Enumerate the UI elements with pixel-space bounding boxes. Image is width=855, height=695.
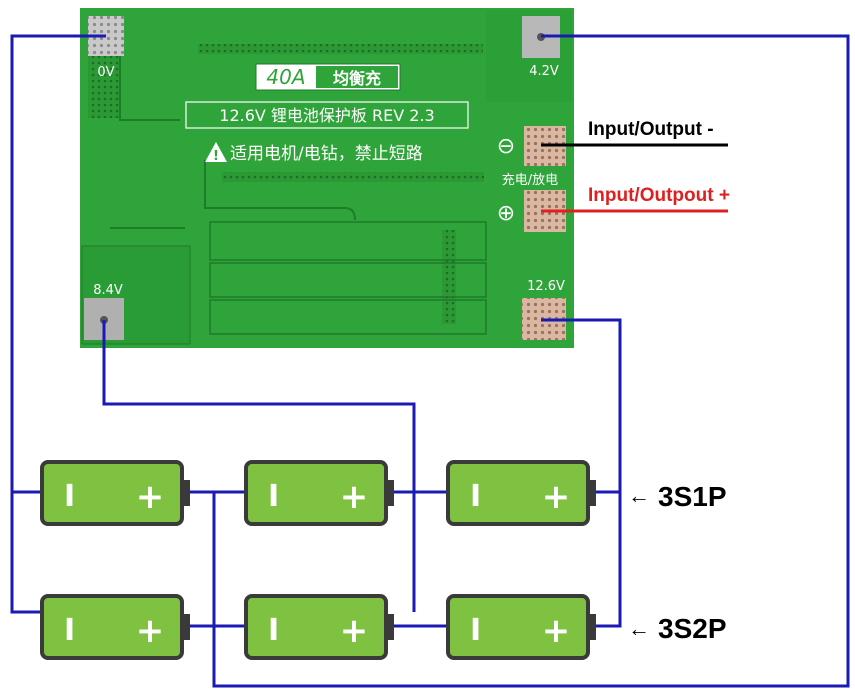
battery-cell-row1-3: I+	[446, 460, 596, 526]
warning-exclamation: !	[213, 149, 219, 164]
battery-negative-symbol: I	[268, 613, 279, 648]
pad-0v-label: 0V	[97, 65, 114, 80]
warning-text: 适用电机/电钻，禁止短路	[230, 144, 423, 164]
brand-bg	[316, 66, 398, 88]
arrow-3s2p: ←	[628, 616, 650, 641]
battery-cells: I+I+I+I+I+I+	[40, 460, 596, 660]
battery-negative-symbol: I	[64, 479, 75, 514]
battery-body	[244, 460, 388, 526]
plus-symbol: ⊕	[497, 201, 515, 226]
charge-discharge-label: 充电/放电	[502, 172, 558, 188]
battery-negative-symbol: I	[470, 479, 481, 514]
balance-wires	[10, 34, 850, 688]
battery-positive-symbol: +	[542, 477, 571, 517]
battery-cap	[589, 614, 596, 640]
battery-positive-symbol: +	[136, 477, 165, 517]
battery-negative-symbol: I	[470, 613, 481, 648]
warning-icon	[205, 142, 227, 162]
battery-cell-row2-3: I+	[446, 594, 596, 660]
trace-left	[119, 48, 180, 121]
battery-cell-row2-1: I+	[40, 594, 190, 660]
label-3s1p: 3S1P	[658, 481, 727, 512]
pad-4.2v-label: 4.2V	[529, 64, 559, 79]
pad-8.4v-label: 8.4V	[93, 283, 123, 298]
via-strip-middle	[222, 172, 484, 182]
battery-positive-symbol: +	[136, 611, 165, 651]
battery-cap	[183, 480, 190, 506]
wire-12.6v	[541, 318, 622, 628]
label-3s2p: 3S2P	[658, 613, 727, 644]
battery-positive-symbol: +	[340, 611, 369, 651]
wire-4.2v	[212, 34, 850, 688]
arrow-3s1p: ←	[628, 483, 650, 508]
model-label: 40A	[266, 65, 305, 89]
battery-body	[446, 460, 590, 526]
wire-8.4v	[102, 320, 416, 612]
fet-block-1	[209, 221, 487, 261]
protection-board: 40A 均衡充 12.6V 锂电池保护板 REV 2.3 ! 适用电机/电钻，禁…	[80, 8, 574, 348]
battery-body	[244, 594, 388, 660]
battery-cell-row1-1: I+	[40, 460, 190, 526]
wire-0v	[10, 34, 106, 614]
trace-middle	[204, 160, 356, 221]
battery-positive-symbol: +	[340, 477, 369, 517]
battery-cell-row1-2: I+	[244, 460, 394, 526]
via-cluster-left	[88, 48, 120, 118]
title-frame	[185, 101, 469, 129]
battery-body	[40, 460, 184, 526]
battery-negative-symbol: I	[268, 479, 279, 514]
battery-negative-symbol: I	[64, 613, 75, 648]
board-title: 12.6V 锂电池保护板 REV 2.3	[219, 106, 434, 125]
via-strip-top	[198, 44, 483, 54]
via-column-right	[442, 230, 456, 324]
battery-cap	[387, 614, 394, 640]
input-output-minus-label: Input/Output -	[588, 119, 714, 140]
fet-block-2	[209, 262, 487, 298]
input-output-plus-label: Input/Outpout +	[588, 185, 730, 206]
battery-cell-row2-2: I+	[244, 594, 394, 660]
battery-positive-symbol: +	[542, 611, 571, 651]
battery-cap	[183, 614, 190, 640]
brand-label: 均衡充	[333, 69, 381, 88]
battery-cap	[387, 480, 394, 506]
battery-body	[446, 594, 590, 660]
battery-body	[40, 594, 184, 660]
pad-12.6v-label: 12.6V	[527, 279, 565, 294]
minus-symbol: ⊖	[497, 134, 515, 159]
fet-block-3	[209, 299, 487, 335]
battery-cap	[589, 480, 596, 506]
